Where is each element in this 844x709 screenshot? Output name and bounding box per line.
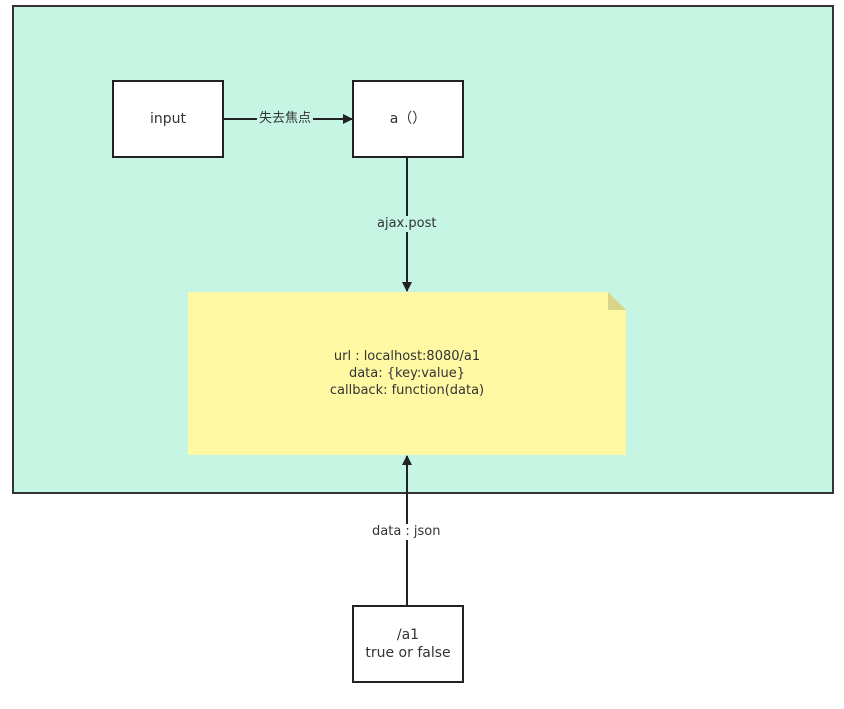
edge-label-blur: 失去焦点 bbox=[257, 111, 314, 127]
note-shape bbox=[188, 292, 626, 455]
server-node: /a1 true or false bbox=[352, 605, 464, 683]
server-node-line2: true or false bbox=[365, 645, 451, 661]
edge-label-ajax: ajax.post bbox=[375, 216, 439, 232]
input-node: input bbox=[112, 80, 224, 158]
edge-label-response: data : json bbox=[370, 524, 443, 540]
note-text: url : localhost:8080/a1 data: {key:value… bbox=[188, 292, 626, 455]
note-url: url : localhost:8080/a1 bbox=[333, 349, 481, 364]
note-fold bbox=[608, 292, 626, 310]
function-node-label: a（） bbox=[389, 111, 427, 127]
note-data: data: {key:value} bbox=[348, 366, 466, 381]
input-node-label: input bbox=[149, 111, 186, 127]
server-node-line1: /a1 bbox=[396, 627, 420, 643]
function-node: a（） bbox=[352, 80, 464, 158]
note-callback: callback: function(data) bbox=[329, 383, 485, 398]
